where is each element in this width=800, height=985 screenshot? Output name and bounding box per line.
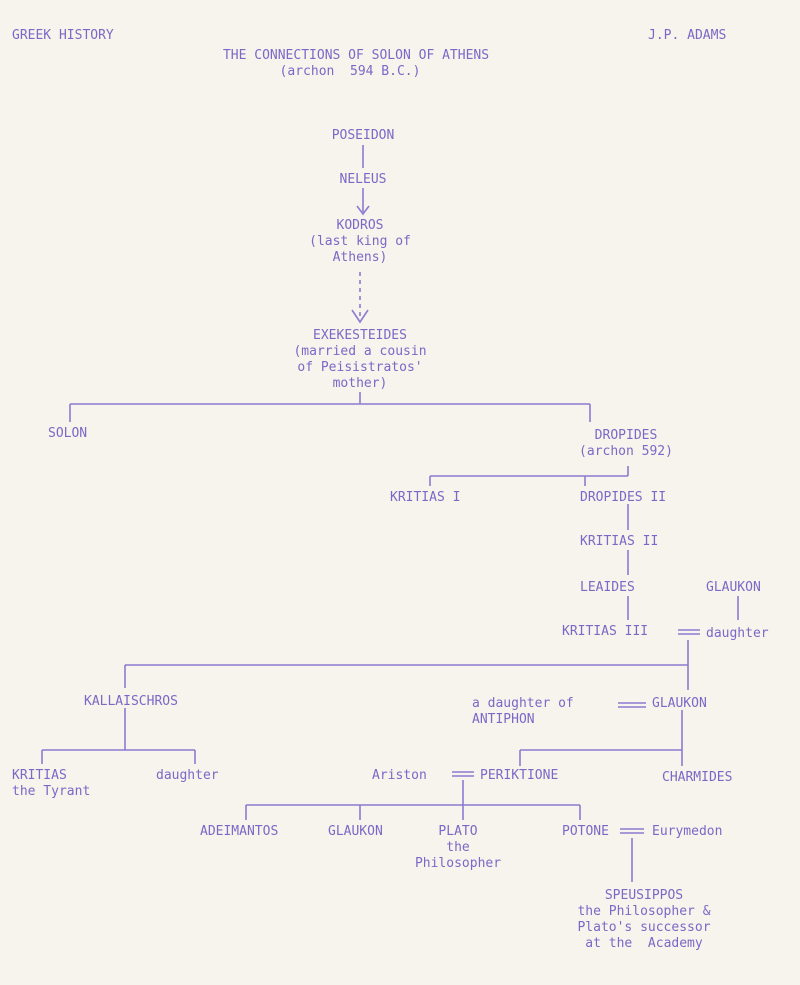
node-leaides: LEAIDES [580,580,635,595]
node-daughter-1: daughter [706,626,769,641]
node-daughter-of-antiphon: a daughter of ANTIPHON [472,696,574,727]
node-kritias-2: KRITIAS II [580,534,659,549]
node-eurymedon: Eurymedon [652,824,723,839]
node-kritias-1: KRITIAS I [390,490,461,505]
node-charmides: CHARMIDES [662,770,733,785]
node-speusippos: SPEUSIPPOS the Philosopher & Plato's suc… [577,888,711,951]
node-plato: PLATO the Philosopher [414,824,502,871]
node-periktione: PERIKTIONE [480,768,559,783]
node-ariston: Ariston [372,768,427,783]
header-course: GREEK HISTORY [12,28,114,43]
node-potone: POTONE [562,824,609,839]
node-kodros: KODROS (last king of Athens) [309,218,411,265]
node-dropides: DROPIDES (archon 592) [579,428,673,459]
node-glaukon-3: GLAUKON [328,824,383,839]
node-glaukon-2: GLAUKON [652,696,707,711]
page-subtitle: (archon 594 B.C.) [279,64,421,79]
node-dropides-2: DROPIDES II [580,490,667,505]
node-kritias-3: KRITIAS III [562,624,649,639]
node-adeimantos: ADEIMANTOS [200,824,279,839]
header-author: J.P. ADAMS [648,28,727,43]
node-solon: SOLON [48,426,88,441]
node-poseidon: POSEIDON [331,128,395,143]
node-glaukon-1: GLAUKON [706,580,761,595]
node-kallaischros: KALLAISCHROS [84,694,178,709]
node-kritias-tyrant: KRITIAS the Tyrant [12,768,91,799]
node-daughter-2: daughter [156,768,219,783]
page-title: THE CONNECTIONS OF SOLON OF ATHENS [222,48,490,63]
node-neleus: NELEUS [339,172,387,187]
node-exekesteides: EXEKESTEIDES (married a cousin of Peisis… [293,328,427,391]
